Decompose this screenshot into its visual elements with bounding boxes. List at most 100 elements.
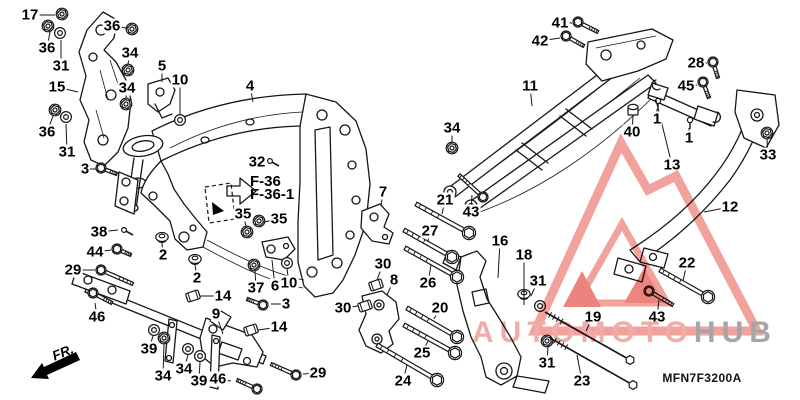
callout-9: 9 [210, 305, 222, 323]
callout-34: 34 [120, 44, 140, 62]
callout-31: 31 [51, 57, 71, 75]
callout-17: 17 [20, 6, 40, 24]
reference-box: F-36 F-36-1 [250, 173, 295, 203]
cross-rod-part [647, 79, 721, 127]
nut-icon [252, 214, 266, 228]
bolt-icon [87, 287, 114, 306]
reference-label-2: F-36-1 [250, 185, 295, 203]
part-code: MFN7F3200A [662, 371, 742, 385]
bolt-icon [560, 30, 586, 49]
callout-32: 32 [247, 153, 267, 171]
callout-20: 20 [430, 299, 450, 317]
bolt-icon [414, 201, 477, 241]
grommet-icon [188, 253, 202, 266]
callout-8: 8 [388, 271, 400, 289]
detail-callout-box [204, 182, 236, 224]
bolt-icon [457, 172, 489, 203]
callout-31: 31 [57, 143, 77, 161]
callout-45: 45 [676, 77, 696, 95]
callout-29: 29 [308, 364, 328, 382]
callout-39: 39 [189, 372, 209, 390]
bushing-icon [243, 323, 259, 337]
bolt-icon [111, 243, 133, 258]
callout-14: 14 [269, 318, 289, 336]
nut-icon [55, 7, 69, 21]
reference-label-1: F-36 [250, 173, 281, 190]
callout-18: 18 [514, 246, 534, 264]
callout-25: 25 [412, 344, 432, 362]
callout-16: 16 [490, 232, 510, 250]
callout-27: 27 [420, 222, 440, 240]
callout-43: 43 [647, 308, 667, 326]
nut-icon [445, 141, 459, 155]
callout-7: 7 [377, 183, 389, 201]
bushing-icon [357, 299, 373, 313]
callout-22: 22 [677, 254, 697, 272]
callout-30: 30 [333, 299, 353, 317]
callout-1: 1 [651, 110, 663, 128]
callout-41: 41 [550, 14, 570, 32]
bolt-icon [402, 322, 463, 361]
callout-2: 2 [157, 246, 169, 264]
callout-6: 6 [269, 277, 281, 295]
callout-46: 46 [208, 370, 228, 388]
rod-icon [549, 337, 638, 391]
bolt-icon [403, 245, 465, 285]
washer-icon [59, 110, 72, 123]
left-bracket-part-15 [78, 11, 132, 167]
nut-icon [121, 63, 135, 77]
callout-4: 4 [244, 77, 256, 95]
callout-21: 21 [435, 191, 455, 209]
callout-11: 11 [521, 77, 539, 95]
reference-arrow-icon [226, 177, 257, 205]
bracket-part-16 [442, 250, 550, 394]
callout-28: 28 [686, 54, 706, 72]
callout-39: 39 [139, 340, 159, 358]
nut-icon [125, 22, 139, 36]
bracket-part-7 [360, 203, 394, 245]
washer-icon [281, 257, 294, 270]
callout-38: 38 [89, 223, 109, 241]
nut-icon [48, 103, 62, 117]
bolt-icon [697, 76, 712, 100]
callout-31: 31 [528, 272, 548, 290]
nut-icon [119, 97, 133, 111]
callout-42: 42 [530, 32, 550, 50]
bolt-icon [245, 296, 269, 311]
callout-35: 35 [233, 205, 253, 223]
bolt-icon [95, 264, 135, 287]
bolt-icon [375, 342, 445, 388]
callout-23: 23 [572, 372, 592, 390]
callout-15: 15 [47, 78, 67, 96]
callout-34: 34 [117, 79, 137, 97]
callout-36: 36 [37, 39, 57, 57]
fr-direction-arrow-icon [31, 352, 80, 379]
callout-1: 1 [683, 129, 695, 147]
lower-cross-member [71, 270, 267, 390]
callout-33: 33 [758, 146, 778, 164]
callout-40: 40 [622, 123, 642, 141]
washer-icon [174, 113, 187, 126]
washer-icon [53, 27, 66, 40]
bushing-icon [185, 289, 201, 303]
screw-icon [120, 227, 134, 236]
callout-34: 34 [442, 119, 462, 137]
nut-icon [41, 19, 55, 33]
nut-icon [157, 331, 171, 345]
screw-icon [267, 158, 280, 167]
callout-43: 43 [461, 203, 481, 221]
callout-3: 3 [280, 295, 292, 313]
bolt-icon [235, 377, 263, 395]
callout-2: 2 [191, 269, 203, 287]
callout-34: 34 [153, 367, 173, 385]
callout-31: 31 [537, 354, 557, 372]
bolt-icon [707, 56, 721, 80]
bolt-icon [572, 16, 600, 35]
callout-44: 44 [85, 243, 105, 261]
main-frame-part [114, 93, 371, 298]
bolt-icon [405, 305, 465, 345]
bolt-icon [269, 361, 302, 381]
washer-icon [148, 324, 161, 337]
